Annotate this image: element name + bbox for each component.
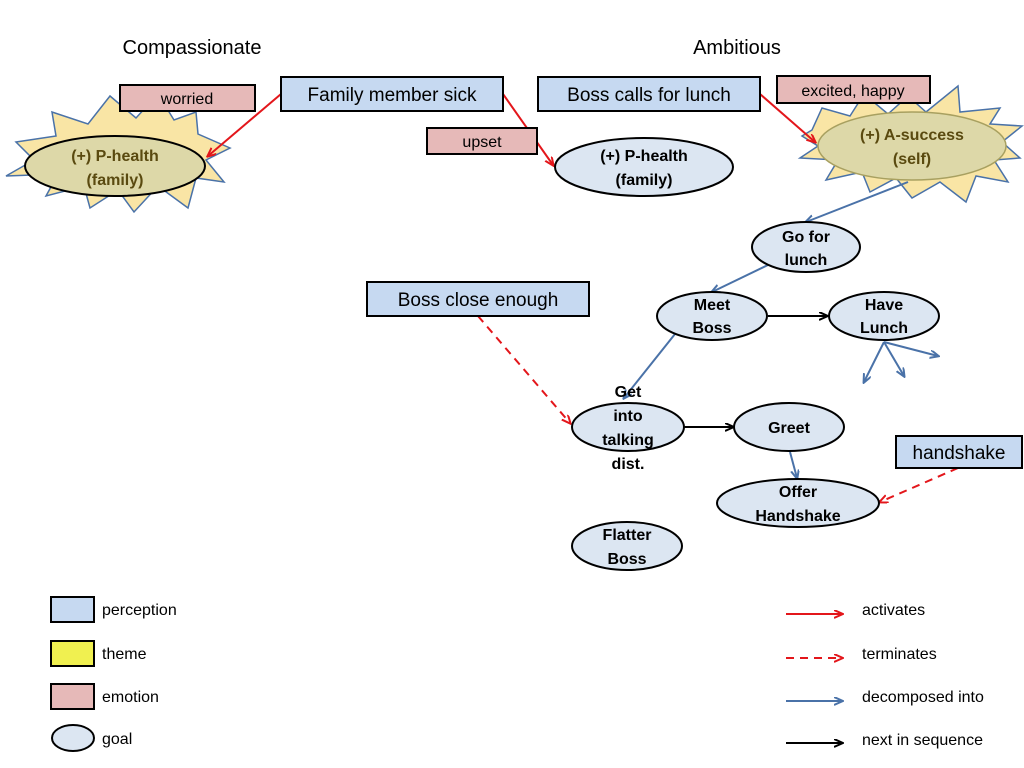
perception-handshake: handshake [895,435,1023,469]
legend-label-terminates: terminates [862,646,937,663]
theme-a-success-self: (+) A-success (self) [797,84,1024,204]
arrow-sick-to-health-theme [208,93,282,156]
goal-label-line2: Lunch [860,320,908,337]
heading-ambitious: Ambitious [693,37,781,59]
emotion-label: upset [462,134,502,151]
goal-greet: Greet [733,402,845,452]
emotion-label: worried [160,91,213,108]
arrow-go-lunch-to-meet [712,263,771,292]
legend-swatch-goal [51,724,95,752]
emotion-upset: upset [426,127,538,155]
theme-label-line2: (self) [893,151,931,168]
perception-boss-close-enough: Boss close enough [366,281,590,317]
arrow-meet-to-talking [624,333,676,398]
legend-swatch-emotion [50,683,95,710]
goal-label-line1: Flatter [603,527,652,544]
legend-shapes: perception theme emotion goal [50,596,177,752]
terminates-arrows [477,315,959,502]
goal-label-line2: into [613,408,643,425]
goal-label-line2: Handshake [755,508,840,525]
heading-compassionate: Compassionate [123,37,262,59]
goal-meet-boss: Meet Boss [656,291,768,341]
goal-p-health-family: (+) P-health (family) [554,137,734,197]
legend-label-theme: theme [102,646,147,663]
perception-label: handshake [913,443,1006,464]
legend-arrows: activates terminates decomposed into nex… [786,602,984,749]
goal-go-for-lunch: Go for lunch [751,221,861,273]
arrow-close-to-talking [477,315,570,423]
arrow-lunch-sub-3 [883,341,938,356]
goal-label-line2: (family) [616,172,673,189]
perception-label: Boss calls for lunch [567,85,731,106]
theme-label-line1: (+) P-health [71,148,159,165]
arrow-success-to-go-lunch [806,181,909,222]
arrow-handshake-to-offer [880,467,959,502]
goal-label-line1: Greet [768,420,810,437]
perception-family-member-sick: Family member sick [280,76,504,112]
goal-label-line1: Meet [694,297,731,314]
goal-label-line2: Boss [607,551,646,568]
goal-label-line4: dist. [612,456,645,473]
legend-swatch-perception [50,596,95,623]
goal-get-into-talking-dist: Get into talking dist. [571,384,685,473]
legend-label-activates: activates [862,602,925,619]
arrow-lunch-to-success [759,93,815,142]
goal-label-line2: lunch [785,252,828,269]
perception-label: Family member sick [308,85,477,106]
legend-swatch-theme [50,640,95,667]
emotion-excited-happy: excited, happy [776,75,931,104]
legend-label-goal: goal [102,731,132,748]
legend-label-decomposed: decomposed into [862,689,984,706]
decomposed-arrows [624,181,938,478]
legend-label-perception: perception [102,602,177,619]
arrow-lunch-sub-1 [864,341,885,382]
theme-ellipse-left [24,135,206,197]
legend-label-sequence: next in sequence [862,732,983,749]
goal-have-lunch: Have Lunch [828,291,940,341]
arrow-greet-to-offer [789,451,797,478]
goal-label-line1: Offer [779,484,817,501]
goal-flatter-boss: Flatter Boss [571,521,683,571]
theme-label-line2: (family) [87,172,144,189]
legend-label-emotion: emotion [102,689,159,706]
goal-label-line1: Have [865,297,903,314]
goal-label-line1: Go for [782,229,830,246]
emotion-label: excited, happy [801,83,904,100]
emotion-worried: worried [119,84,256,112]
goal-label-line2: Boss [692,320,731,337]
theme-ellipse-right [817,111,1007,181]
goal-label-line1: (+) P-health [600,148,688,165]
goal-offer-handshake: Offer Handshake [716,478,880,528]
goal-label-line1: Get [615,384,642,401]
sequence-arrows [684,316,827,427]
goal-label-line3: talking [602,432,654,449]
theme-p-health-family: (+) P-health (family) [5,92,232,214]
theme-label-line1: (+) A-success [860,127,964,144]
perception-boss-calls-for-lunch: Boss calls for lunch [537,76,761,112]
arrow-lunch-sub-2 [883,341,904,376]
perception-label: Boss close enough [398,290,559,311]
